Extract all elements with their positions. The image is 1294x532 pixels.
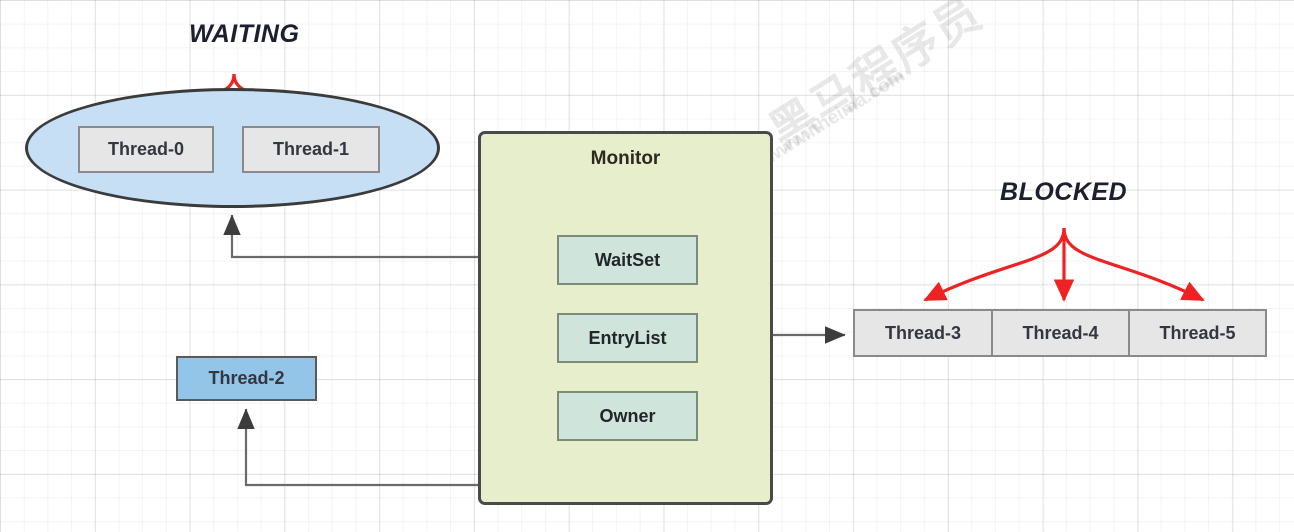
monitor-title: Monitor xyxy=(590,148,661,169)
thread-box-thread-0[interactable]: Thread-0 xyxy=(78,126,214,173)
monitor-container: Monitor WaitSet EntryList Owner xyxy=(478,131,773,505)
state-arrows-blocked xyxy=(923,227,1205,302)
thread-box-thread-5[interactable]: Thread-5 xyxy=(1129,309,1267,357)
monitor-slot-entrylist[interactable]: EntryList xyxy=(557,313,698,363)
thread-box-thread-2[interactable]: Thread-2 xyxy=(176,356,317,401)
state-label-waiting: WAITING xyxy=(189,20,300,48)
thread-box-thread-3[interactable]: Thread-3 xyxy=(853,309,992,357)
blocked-thread-row: Thread-3 Thread-4 Thread-5 xyxy=(853,309,1267,357)
thread-box-thread-1[interactable]: Thread-1 xyxy=(242,126,380,173)
monitor-slot-waitset[interactable]: WaitSet xyxy=(557,235,698,285)
edge-waitset-to-waiting xyxy=(223,214,554,259)
monitor-slot-owner[interactable]: Owner xyxy=(557,391,698,441)
thread-box-thread-4[interactable]: Thread-4 xyxy=(992,309,1129,357)
state-label-blocked: BLOCKED xyxy=(1000,178,1128,206)
